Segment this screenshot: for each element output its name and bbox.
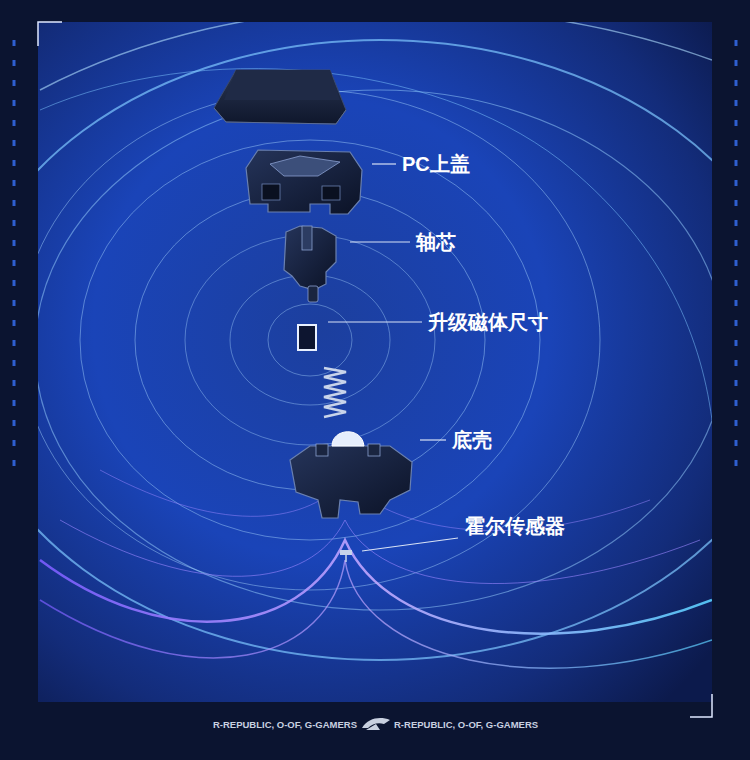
wave-rings <box>38 22 712 668</box>
stem <box>284 226 336 302</box>
part-label: 升级磁体尺寸 <box>428 309 548 336</box>
watermark: R-REPUBLIC, O-OF, G-GAMERS <box>394 719 538 730</box>
panel <box>38 22 712 702</box>
part-label: 霍尔传感器 <box>465 513 565 540</box>
frame-corners <box>38 22 712 717</box>
part-label: 轴芯 <box>416 229 456 256</box>
watermark: R-REPUBLIC, O-OF, G-GAMERS <box>213 719 357 730</box>
rog-logo <box>362 718 390 730</box>
spring <box>324 368 346 417</box>
hall-sensor <box>340 550 352 562</box>
leader-lines <box>328 164 458 551</box>
top-housing <box>246 150 362 214</box>
magnet <box>298 325 316 350</box>
keycap <box>214 70 346 124</box>
part-label: PC上盖 <box>402 151 470 178</box>
part-label: 底壳 <box>452 427 492 454</box>
bottom-housing <box>290 432 412 518</box>
